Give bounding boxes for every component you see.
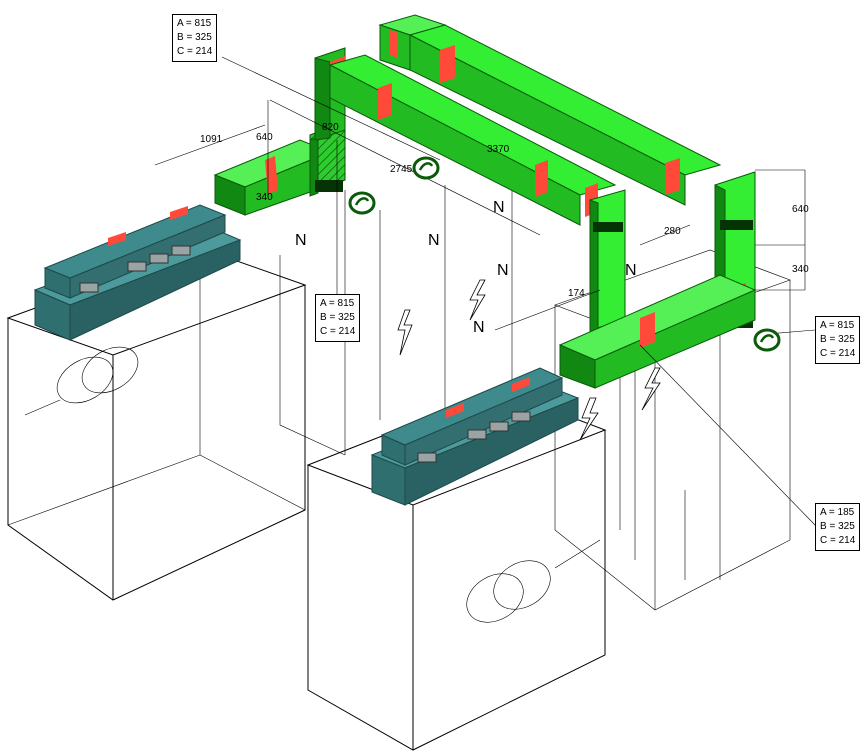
neutral-mark: N [625, 262, 637, 279]
busbar-trunking [213, 14, 757, 389]
breaker-row-right [417, 411, 531, 463]
neutral-mark: N [295, 232, 307, 249]
switchgear-left [33, 204, 242, 341]
dimension-box: A = 815 B = 325 C = 214 [315, 294, 361, 342]
dim-640-left: 640 [256, 132, 273, 143]
dim-340-right: 340 [792, 264, 809, 275]
dim-280: 280 [664, 226, 681, 237]
lightning-icon [579, 397, 599, 441]
dim-820: 820 [322, 122, 339, 133]
neutral-mark: N [497, 262, 509, 279]
dimension-lines [154, 99, 806, 331]
lightning-icon [397, 309, 413, 356]
leader-lines [221, 56, 816, 526]
dimension-box: A = 815 B = 325 C = 214 [172, 14, 218, 62]
expansion-joint-icons [348, 156, 781, 352]
breaker-row-left [79, 245, 191, 293]
dim-b: B = 325 [820, 521, 855, 532]
neutral-mark: N [493, 199, 505, 216]
neutral-mark: N [473, 319, 485, 336]
dimension-box: A = 815 B = 325 C = 214 [815, 316, 861, 364]
dim-a: A = 815 [320, 298, 355, 309]
dimension-box: A = 185 B = 325 C = 214 [815, 503, 861, 551]
dim-340-left: 340 [256, 192, 273, 203]
transformer-left [6, 247, 307, 601]
dimension-labels: 1091 640 340 820 2745 3370 280 640 340 1… [200, 122, 809, 299]
dim-2745: 2745 [390, 164, 413, 175]
expansion-joint-icon [412, 156, 440, 180]
switchgear-right [370, 367, 580, 506]
expansion-joint-icon [753, 328, 781, 352]
transformer-symbol-left [24, 346, 139, 416]
dim-a: A = 185 [820, 507, 855, 518]
dim-3370: 3370 [487, 144, 510, 155]
dim-640-right: 640 [792, 204, 809, 215]
lightning-icon [641, 367, 661, 411]
dim-b: B = 325 [320, 312, 355, 323]
dim-b: B = 325 [177, 32, 212, 43]
dim-c: C = 214 [820, 348, 856, 359]
dim-a: A = 815 [177, 18, 212, 29]
lightning-icon [469, 279, 486, 321]
dim-c: C = 214 [820, 535, 856, 546]
dim-b: B = 325 [820, 334, 855, 345]
transformer-symbol-right [466, 539, 601, 623]
dim-a: A = 815 [820, 320, 855, 331]
dim-174: 174 [568, 288, 585, 299]
neutral-markers: N N N N N N [295, 199, 637, 336]
expansion-joint-icon [348, 191, 376, 215]
neutral-mark: N [428, 232, 440, 249]
dim-c: C = 214 [177, 46, 213, 57]
dim-1091: 1091 [200, 134, 223, 145]
lightning-icons [397, 279, 661, 441]
dim-c: C = 214 [320, 326, 356, 337]
